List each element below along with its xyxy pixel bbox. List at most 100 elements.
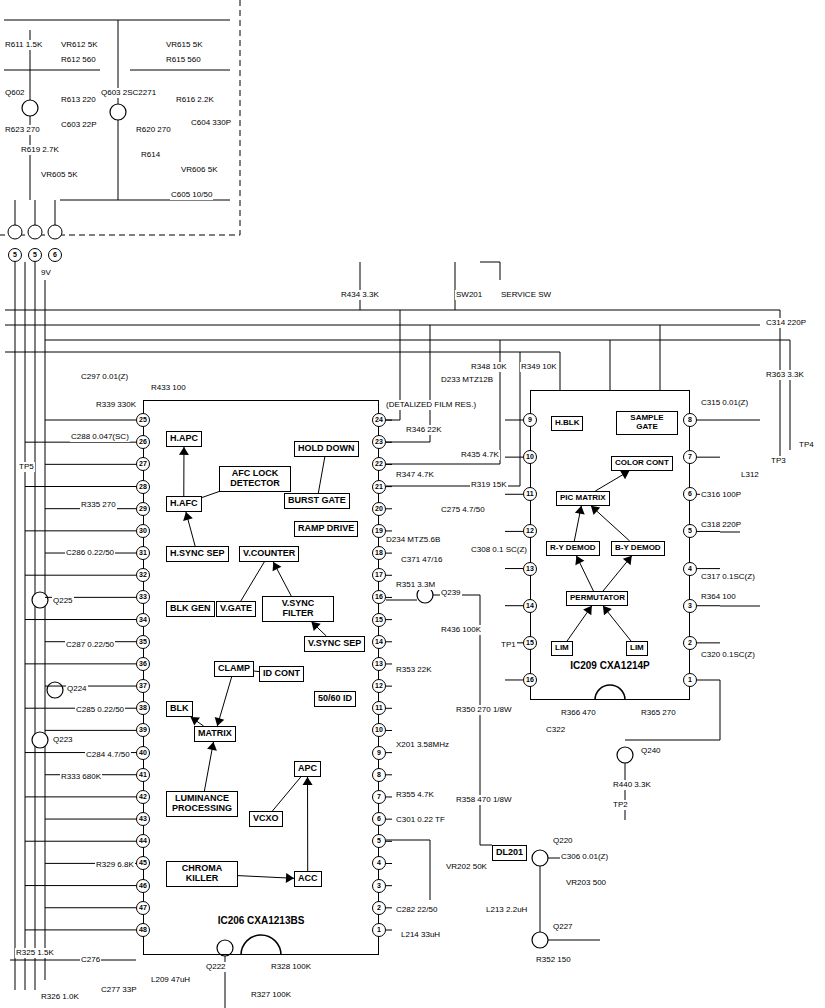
transistor-symbol (217, 940, 233, 956)
function-block: LIM (626, 641, 648, 656)
signal-connector (191, 717, 204, 726)
ic-notch (241, 935, 281, 955)
pin-number: 27 (136, 457, 150, 471)
block-label: AFC LOCK DETECTOR (230, 468, 279, 488)
pin-number: 14 (372, 635, 386, 649)
pin-number: 33 (136, 590, 150, 604)
function-block: H.BLK (551, 416, 583, 431)
pin-wire (45, 464, 136, 465)
component-label: C322 (545, 725, 566, 735)
pin-number: 18 (372, 546, 386, 560)
pin-number: 10 (372, 723, 386, 737)
block-label: LIM (555, 643, 569, 652)
component-label: C317 0.1SC(Z) (700, 572, 756, 582)
pin-wire (25, 885, 136, 886)
pin-number: 5 (372, 834, 386, 848)
function-block: AFC LOCK DETECTOR (219, 466, 291, 492)
function-block: BLK GEN (166, 601, 215, 617)
terminal-number: 6 (48, 248, 62, 262)
pin-wire (25, 841, 136, 842)
pin-wire (45, 819, 136, 820)
block-label: H.AFC (170, 498, 198, 508)
block-label: BLK (170, 703, 189, 713)
pin-number: 45 (136, 856, 150, 870)
pin-number: 11 (372, 701, 386, 715)
pin-number: 6 (372, 812, 386, 826)
block-label: LUMINANCE PROCESSING (172, 793, 232, 813)
pin-number: 19 (372, 524, 386, 538)
arrow-head (583, 606, 592, 615)
pin-wire (505, 494, 523, 495)
pin-wire (45, 730, 136, 731)
pin-number: 12 (372, 679, 386, 693)
pin-number: 23 (372, 435, 386, 449)
component-label: X201 3.58MHz (395, 740, 450, 750)
function-block: APC (294, 761, 321, 777)
block-label: APC (298, 763, 317, 773)
component-label: SW201 (455, 290, 483, 300)
connector-terminal (48, 225, 62, 239)
component-label: R348 10K (470, 362, 508, 372)
component-label: C371 47/16 (400, 555, 443, 565)
component-label: C287 0.22/50 (65, 640, 115, 650)
signal-connector (303, 777, 313, 871)
pin-wire (386, 575, 392, 576)
component-label: R433 100 (150, 383, 187, 393)
pin-wire (386, 553, 392, 554)
pin-number: 32 (136, 568, 150, 582)
pin-number: 31 (136, 546, 150, 560)
pin-number: 17 (372, 568, 386, 582)
component-label: Q224 (66, 684, 88, 694)
pin-wire (505, 679, 523, 680)
function-block: BURST GATE (284, 493, 350, 509)
block-label: MATRIX (198, 728, 232, 738)
function-block: B-Y DEMOD (611, 541, 665, 556)
pin-number: 16 (372, 590, 386, 604)
pin-number: 39 (136, 723, 150, 737)
block-label: LIM (630, 643, 644, 652)
block-label: V.SYNC FILTER (282, 598, 315, 618)
wire-bus (15, 262, 45, 990)
pin-number: 12 (523, 524, 537, 538)
function-block: COLOR CONT (611, 456, 673, 471)
pin-number: 16 (523, 673, 537, 687)
block-label: B-Y DEMOD (615, 543, 661, 552)
pin-number: 34 (136, 613, 150, 627)
wire (10, 940, 225, 1008)
signal-connector (567, 606, 592, 641)
pin-number: 37 (136, 679, 150, 693)
component-label: Q225 (52, 596, 74, 606)
pin-number: 6 (683, 487, 697, 501)
pin-number: 21 (372, 480, 386, 494)
component-label: TP5 (18, 462, 35, 472)
component-label: C297 0.01(Z) (80, 372, 129, 382)
wire (360, 262, 500, 310)
component-label: TP4 (798, 440, 815, 450)
pin-wire (386, 663, 392, 664)
component-label: C605 10/50 (170, 190, 213, 200)
pin-wire (697, 420, 720, 421)
pin-wire (386, 597, 392, 598)
component-label: C285 0.22/50 (75, 705, 125, 715)
terminal-number: 5 (28, 248, 42, 262)
pin-number: 35 (136, 635, 150, 649)
connector-line (603, 556, 632, 591)
block-label: ID CONT (263, 668, 300, 678)
pin-wire (386, 508, 392, 509)
component-label: R333 680K (60, 772, 102, 782)
component-label: R327 100K (250, 990, 292, 1000)
component-label: R346 22K (405, 425, 443, 435)
block-label: V.COUNTER (243, 548, 295, 558)
pin-wire (386, 930, 392, 931)
arrow-head (207, 742, 217, 751)
signal-connector (595, 471, 629, 491)
component-label: R611 1.5K (4, 40, 43, 50)
connector-line (603, 606, 631, 641)
function-block: HOLD DOWN (294, 441, 359, 457)
connector-line (191, 717, 204, 726)
component-label: VR606 5K (180, 165, 218, 175)
component-label: R358 470 1/8W (455, 795, 513, 805)
